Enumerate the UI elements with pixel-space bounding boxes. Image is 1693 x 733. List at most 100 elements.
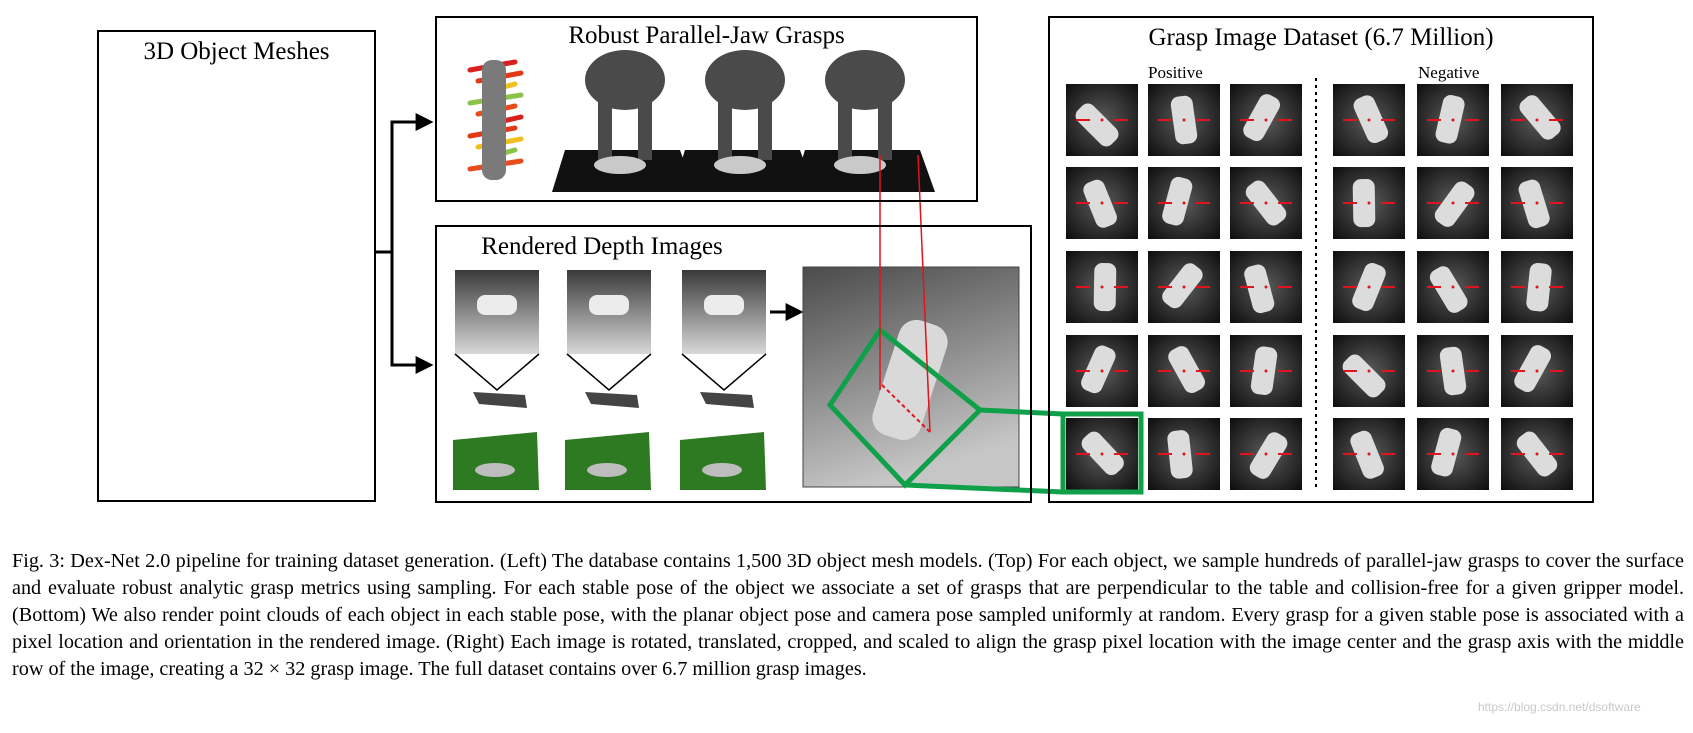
highlighted-tile: [1060, 411, 1144, 495]
tile-object: [1249, 432, 1288, 479]
grasp-center: [1535, 118, 1539, 122]
grasp-center: [1367, 201, 1371, 205]
tile-object: [1353, 95, 1389, 144]
grasps-panel: Robust Parallel-Jaw Grasps: [435, 16, 978, 202]
rendered-pose-object: [473, 392, 527, 408]
tile-object: [1243, 94, 1281, 142]
camera-frustum: [566, 353, 652, 391]
tile-object: [1434, 181, 1475, 227]
positive-label: Positive: [1148, 63, 1203, 82]
grasp-center: [1182, 452, 1186, 456]
tile-object: [1081, 345, 1116, 394]
gripper-icon: [825, 50, 905, 110]
meshes-panel: 3D Object Meshes: [97, 30, 376, 502]
tile-object: [1168, 346, 1206, 393]
table-texture: [565, 432, 651, 490]
grasp-center: [1264, 201, 1268, 205]
watermark: https://blog.csdn.net/dsoftware: [1478, 700, 1641, 714]
gripper-finger-right: [878, 100, 892, 160]
tile-object: [1526, 262, 1552, 312]
grasp-center: [1182, 201, 1186, 205]
gripper-icon: [705, 50, 785, 110]
grasp-center: [1264, 369, 1268, 373]
object-on-table: [714, 156, 766, 174]
table-object: [475, 463, 515, 477]
depth-panel: Rendered Depth Images: [435, 225, 1032, 503]
tile-object: [1350, 430, 1384, 479]
dataset-title: Grasp Image Dataset (6.7 Million): [1148, 24, 1494, 51]
grasps-title: Robust Parallel-Jaw Grasps: [568, 22, 845, 49]
table-texture: [453, 432, 539, 490]
grasp-center: [1100, 285, 1104, 289]
table-object: [702, 463, 742, 477]
gripper-finger-left: [598, 100, 612, 160]
gripper-finger-left: [718, 100, 732, 160]
grasp-center: [1451, 118, 1455, 122]
tile-object: [1514, 345, 1552, 393]
camera-frustum: [681, 353, 767, 391]
grasp-center: [1182, 118, 1186, 122]
grasp-center: [1182, 285, 1186, 289]
gripper-finger-left: [838, 100, 852, 160]
grasp-center: [1535, 452, 1539, 456]
tile-object: [1352, 179, 1376, 228]
grasp-center: [1264, 118, 1268, 122]
pipeline-figure: [111, 50, 1573, 495]
depth-object: [704, 295, 744, 315]
grasp-center: [1451, 369, 1455, 373]
tile-object: [1093, 263, 1117, 312]
tile-object: [1518, 179, 1550, 229]
tile-object: [1162, 263, 1203, 309]
tile-object: [1075, 103, 1119, 147]
grasp-center: [1264, 285, 1268, 289]
grasp-center: [1100, 118, 1104, 122]
object-on-table: [834, 156, 886, 174]
grasp-center: [1100, 201, 1104, 205]
large-depth-object: [872, 319, 948, 441]
gripper-icon: [585, 50, 665, 110]
tile-object: [1244, 264, 1275, 314]
depth-title: Rendered Depth Images: [481, 233, 723, 260]
tile-object: [1167, 430, 1193, 479]
depth-images: [453, 266, 1020, 490]
tile-object: [1431, 427, 1462, 477]
crop-link-line: [904, 482, 1064, 495]
camera-frustum: [454, 353, 540, 391]
dataset-panel: Grasp Image Dataset (6.7 Million) Positi…: [1048, 16, 1594, 503]
tile-object: [1250, 346, 1278, 395]
grasp-center: [1182, 369, 1186, 373]
grasp-center: [1451, 452, 1455, 456]
meshes-title: 3D Object Meshes: [143, 38, 330, 65]
grasp-center: [1367, 369, 1371, 373]
grasp-center: [1100, 452, 1104, 456]
grasp-center: [1535, 369, 1539, 373]
grasp-center: [1100, 369, 1104, 373]
grasp-center: [1451, 285, 1455, 289]
tile-object: [1435, 95, 1465, 144]
arrow-icon: [390, 252, 434, 374]
grasp-renders: [467, 50, 935, 192]
grasp-center: [1367, 118, 1371, 122]
table-texture: [680, 432, 766, 490]
tile-object: [1519, 95, 1561, 140]
tile-object: [1429, 266, 1468, 313]
figure-caption: Fig. 3: Dex-Net 2.0 pipeline for trainin…: [12, 550, 1684, 680]
depth-object: [477, 295, 517, 315]
grasp-center: [1535, 201, 1539, 205]
dataset-tiles: [1060, 78, 1573, 495]
tile-object: [1342, 354, 1386, 398]
grasped-object-icon: [482, 60, 506, 180]
tile-object: [1083, 179, 1117, 228]
negative-label: Negative: [1418, 63, 1480, 82]
gripper-finger-right: [638, 100, 652, 160]
grasp-center: [1451, 201, 1455, 205]
depth-object: [589, 295, 629, 315]
grasp-center: [1367, 285, 1371, 289]
tile-object: [1162, 176, 1193, 226]
object-on-table: [594, 156, 646, 174]
rendered-pose-object: [700, 392, 754, 408]
table-object: [587, 463, 627, 477]
rendered-pose-object: [585, 392, 639, 408]
arrow-icon: [370, 113, 434, 254]
grasp-center: [1264, 452, 1268, 456]
